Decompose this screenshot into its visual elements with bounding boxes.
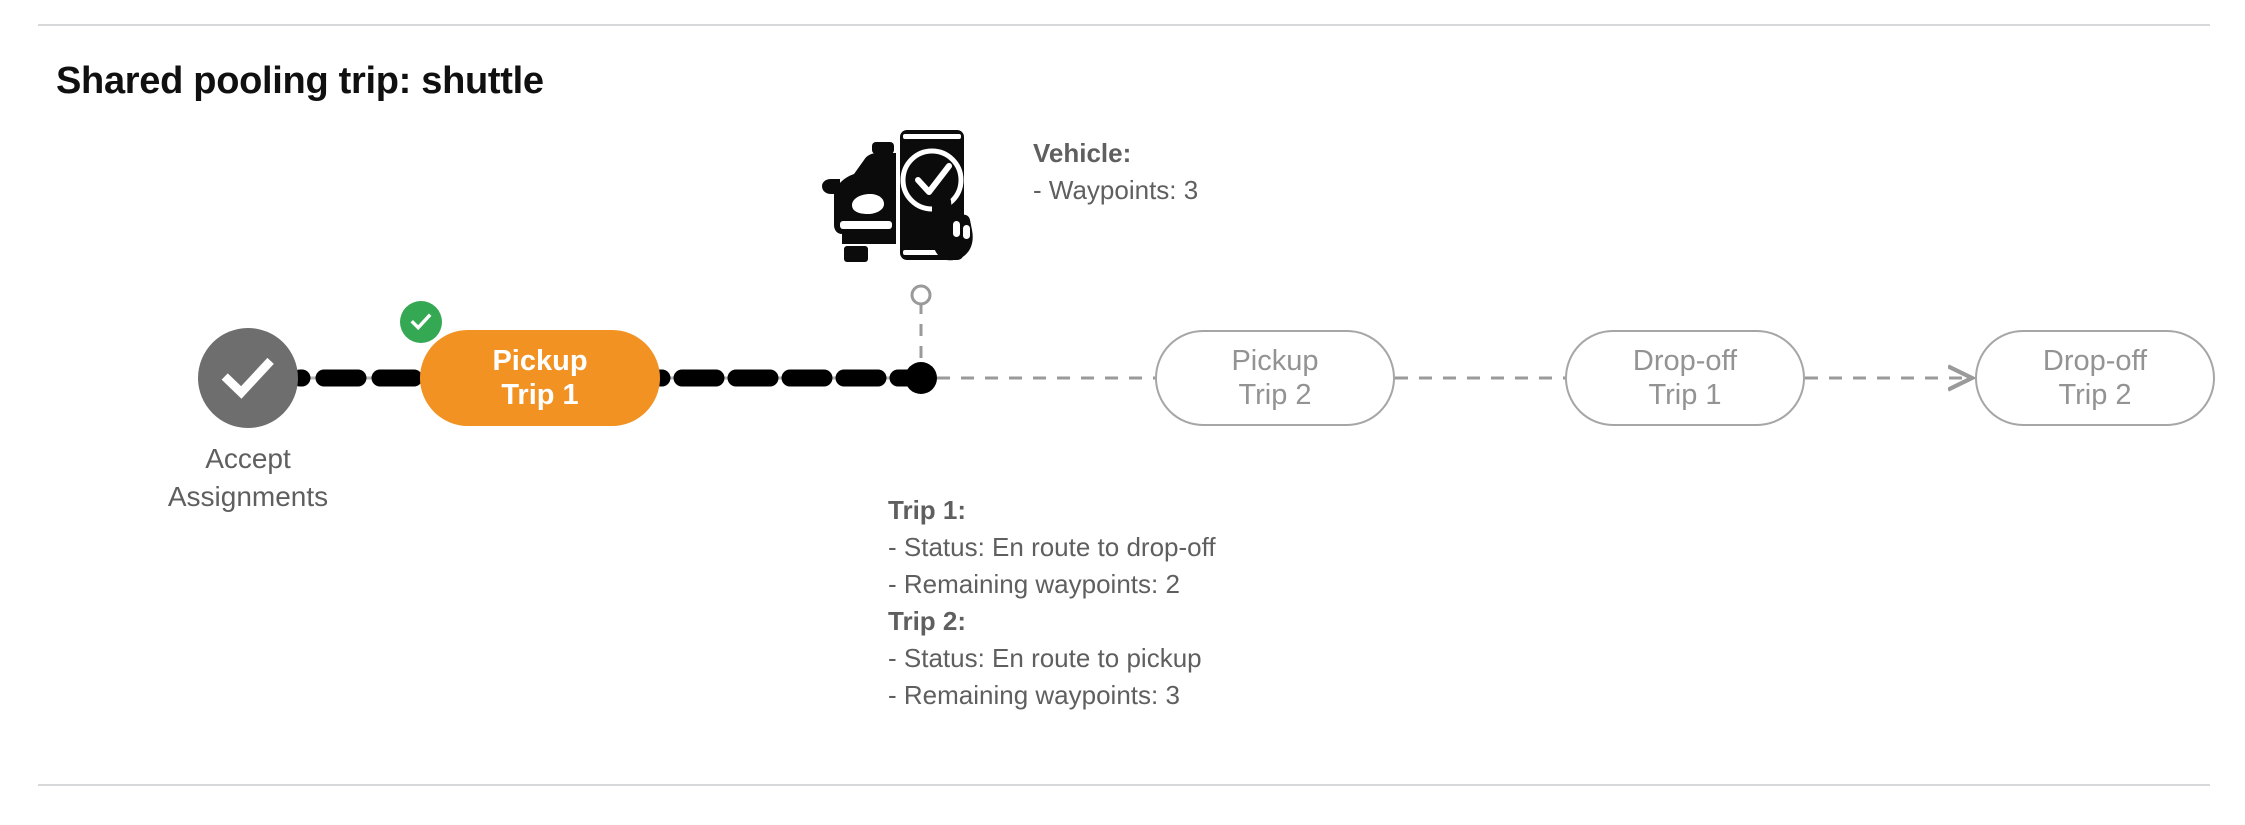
node-dropoff-trip-1-line1: Drop-off	[1632, 344, 1738, 377]
trip-1-remaining-waypoints: - Remaining waypoints: 2	[888, 568, 1180, 599]
trip-2-heading: Trip 2:	[888, 605, 967, 636]
trips-annotation: Trip 1: - Status: En route to drop-off -…	[888, 492, 1216, 713]
check-badge-icon	[410, 313, 432, 331]
node-dropoff-trip-1-line2: Trip 1	[1648, 379, 1722, 411]
vehicle-annotation: Vehicle: - Waypoints: 3	[1033, 135, 1198, 209]
node-pickup-trip-2[interactable]: Pickup Trip 2	[1155, 330, 1395, 426]
node-pickup-trip-2-line2: Trip 2	[1238, 379, 1312, 411]
node-dropoff-trip-2[interactable]: Drop-off Trip 2	[1975, 330, 2215, 426]
vehicle-annotation-heading: Vehicle:	[1033, 138, 1132, 168]
node-pickup-trip-1-line2: Trip 1	[501, 379, 579, 411]
node-pickup-trip-2-line1: Pickup	[1231, 344, 1319, 377]
node-dropoff-trip-1[interactable]: Drop-off Trip 1	[1565, 330, 1805, 426]
vehicle-annotation-waypoints: - Waypoints: 3	[1033, 174, 1199, 205]
trip-2-status: - Status: En route to pickup	[888, 642, 1202, 673]
vehicle-anchor-marker	[910, 284, 932, 306]
node-dropoff-trip-2-line1: Drop-off	[2042, 344, 2148, 377]
bottom-divider	[38, 784, 2210, 786]
trip-2-remaining-waypoints: - Remaining waypoints: 3	[888, 679, 1180, 710]
accept-label-line2: Assignments	[167, 480, 329, 512]
check-circle-icon	[221, 357, 274, 399]
node-pickup-trip-1-line1: Pickup	[492, 344, 588, 377]
node-accept-assignments-label: Accept Assignments	[118, 440, 378, 516]
trip-1-heading: Trip 1:	[888, 495, 967, 525]
status-badge-completed	[400, 301, 442, 343]
node-pickup-trip-1[interactable]: Pickup Trip 1	[420, 330, 660, 426]
trip-1-status: - Status: En route to drop-off	[888, 531, 1216, 562]
node-dropoff-trip-2-line2: Trip 2	[2058, 379, 2132, 411]
top-divider	[38, 24, 2210, 26]
page-title: Shared pooling trip: shuttle	[56, 60, 544, 102]
node-accept-assignments[interactable]	[198, 328, 298, 428]
current-position-dot	[905, 362, 937, 394]
accept-label-line1: Accept	[205, 443, 291, 474]
vehicle-app-checkmark-icon	[812, 122, 980, 270]
